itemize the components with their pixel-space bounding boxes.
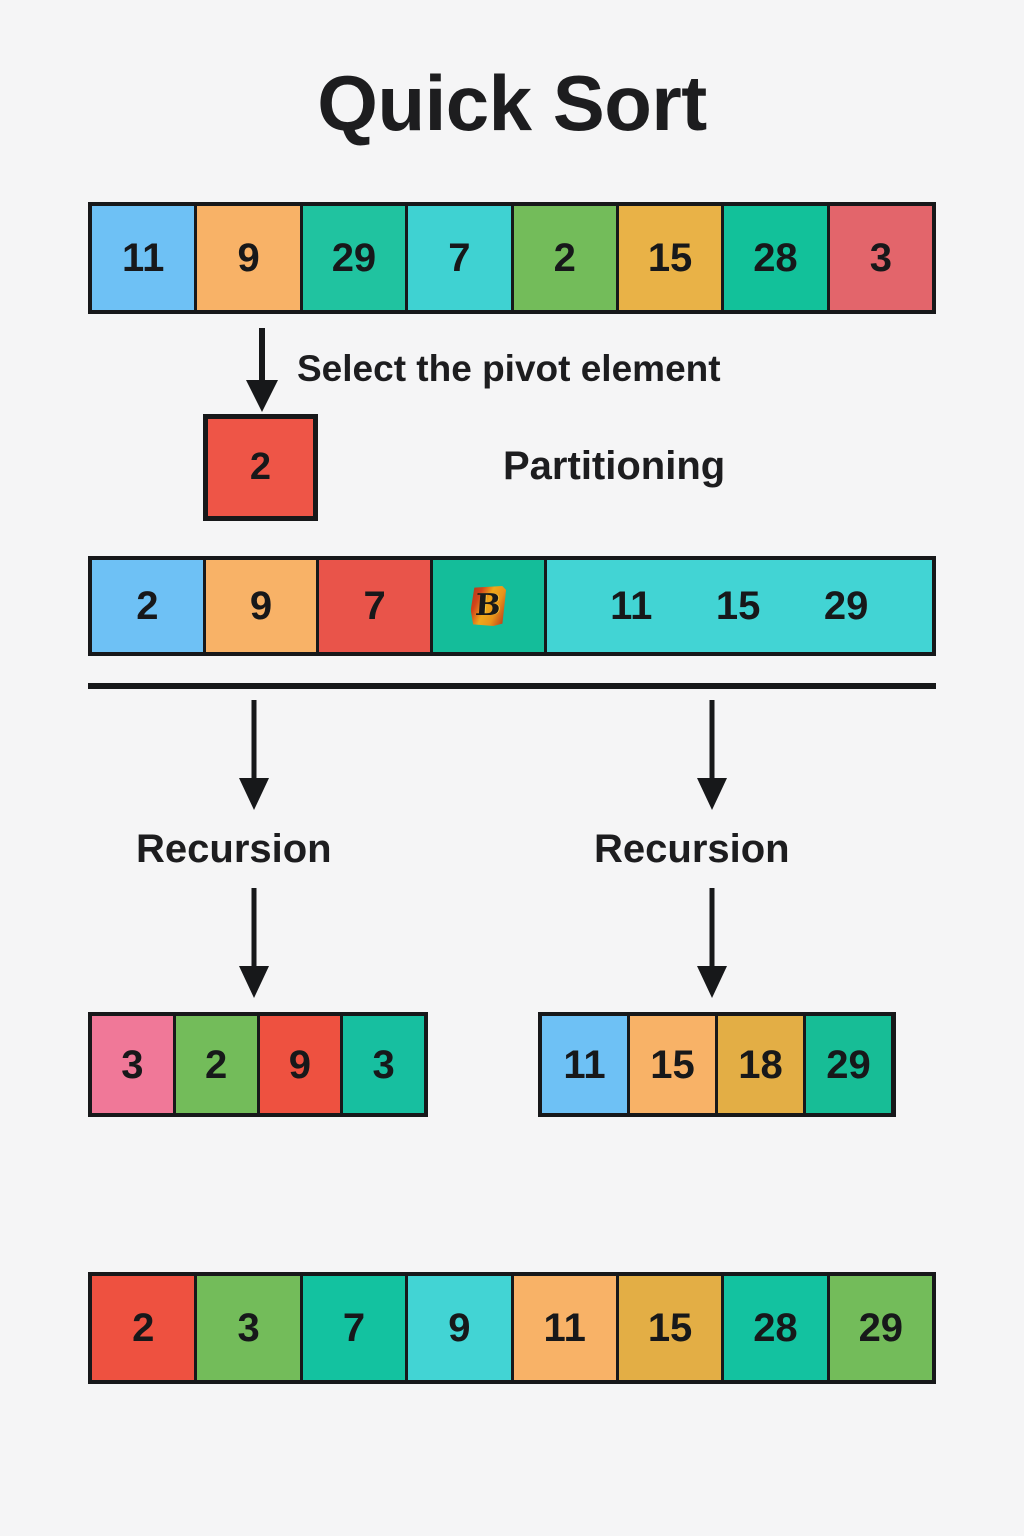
- array-cell: 2: [175, 1016, 257, 1113]
- right-subarray: 11 15 18 29: [538, 1012, 896, 1117]
- corrupted-glyph-icon: B: [470, 586, 507, 626]
- array-cell: 7: [408, 206, 511, 310]
- array-cell-value: 3: [121, 1042, 144, 1087]
- array-cell: B: [432, 560, 544, 652]
- array-cell: 11: [513, 1276, 616, 1380]
- array-cell-value: 15: [650, 1042, 695, 1087]
- array-cell: 2: [513, 206, 616, 310]
- array-cell-value: 2: [205, 1042, 228, 1087]
- array-cell: 18: [718, 1016, 803, 1113]
- initial-array: 11 9 29 7 2 15 28 3: [88, 202, 936, 314]
- array-cell-value: 28: [753, 236, 798, 280]
- arrow-down-right-recursion-top-icon: [697, 700, 727, 810]
- array-cell-value: 2: [136, 584, 159, 628]
- array-cell-value: 9: [288, 1042, 311, 1087]
- array-cell: 3: [92, 1016, 173, 1113]
- array-cell-value: 15: [647, 236, 693, 280]
- array-cell: 9: [197, 206, 300, 310]
- arrow-down-to-pivot-icon: [246, 328, 278, 412]
- sorted-array: 2 3 7 9 11 15 28 29: [88, 1272, 936, 1384]
- array-cell-value: 28: [753, 1306, 798, 1350]
- array-cell-value: 15: [715, 584, 761, 628]
- pivot-element-box: 2: [203, 414, 318, 521]
- recursion-label-left: Recursion: [136, 827, 332, 871]
- array-cell: 29: [302, 206, 406, 310]
- array-cell: 15: [630, 1016, 715, 1113]
- array-cell: 28: [724, 206, 827, 310]
- array-cell: 7: [302, 1276, 406, 1380]
- array-cell-value: 7: [342, 1306, 366, 1350]
- section-divider: [88, 683, 936, 689]
- array-cell-value: 7: [363, 584, 386, 628]
- array-cell: 7: [319, 560, 430, 652]
- array-cell-value: 15: [647, 1306, 693, 1350]
- array-cell-value: 18: [738, 1042, 783, 1087]
- array-cell: 9: [259, 1016, 341, 1113]
- array-cell-value: 11: [563, 1042, 606, 1087]
- partitioning-label: Partitioning: [503, 444, 726, 488]
- arrow-down-right-recursion-bottom-icon: [697, 888, 727, 998]
- array-cell: 3: [829, 206, 932, 310]
- array-cell: 29: [829, 1276, 932, 1380]
- array-cell-value: 3: [372, 1042, 395, 1087]
- array-cell-value: 29: [858, 1306, 904, 1350]
- array-cell: 3: [343, 1016, 424, 1113]
- select-pivot-label: Select the pivot element: [297, 348, 721, 389]
- array-cell: 9: [205, 560, 317, 652]
- array-cell: 2: [92, 1276, 195, 1380]
- array-cell-value: 7: [448, 236, 471, 280]
- array-cell-value: 3: [237, 1306, 260, 1350]
- array-cell-value: 2: [553, 236, 576, 280]
- array-cell-value: 29: [823, 584, 869, 628]
- array-cell: 15: [618, 1276, 722, 1380]
- array-cell-value: 11: [543, 1306, 586, 1350]
- array-cell-value: 9: [237, 236, 260, 280]
- page-title: Quick Sort: [317, 59, 707, 147]
- arrow-down-left-recursion-bottom-icon: [239, 888, 269, 998]
- left-subarray: 3 2 9 3: [88, 1012, 428, 1117]
- array-cell-value: 3: [869, 236, 892, 280]
- array-cell: 3: [197, 1276, 300, 1380]
- recursion-label-right: Recursion: [594, 827, 790, 871]
- array-cell: 29: [806, 1016, 891, 1113]
- array-cell: 11 15 29: [546, 560, 932, 652]
- array-cell-value: 9: [448, 1306, 471, 1350]
- array-cell: 11: [92, 206, 195, 310]
- array-cell-value: 29: [331, 236, 377, 280]
- array-cell: 9: [408, 1276, 511, 1380]
- array-cell-value: 29: [826, 1042, 871, 1087]
- array-cell: 28: [724, 1276, 827, 1380]
- array-cell: 15: [618, 206, 722, 310]
- array-cell-value: 11: [122, 236, 165, 280]
- array-cell: 2: [92, 560, 203, 652]
- array-cell-value: 11: [610, 584, 653, 628]
- arrow-down-left-recursion-top-icon: [239, 700, 269, 810]
- array-cell-value: 2: [132, 1306, 155, 1350]
- array-cell: 11: [542, 1016, 627, 1113]
- array-cell-value: 9: [249, 584, 273, 628]
- pivot-value: 2: [249, 446, 272, 488]
